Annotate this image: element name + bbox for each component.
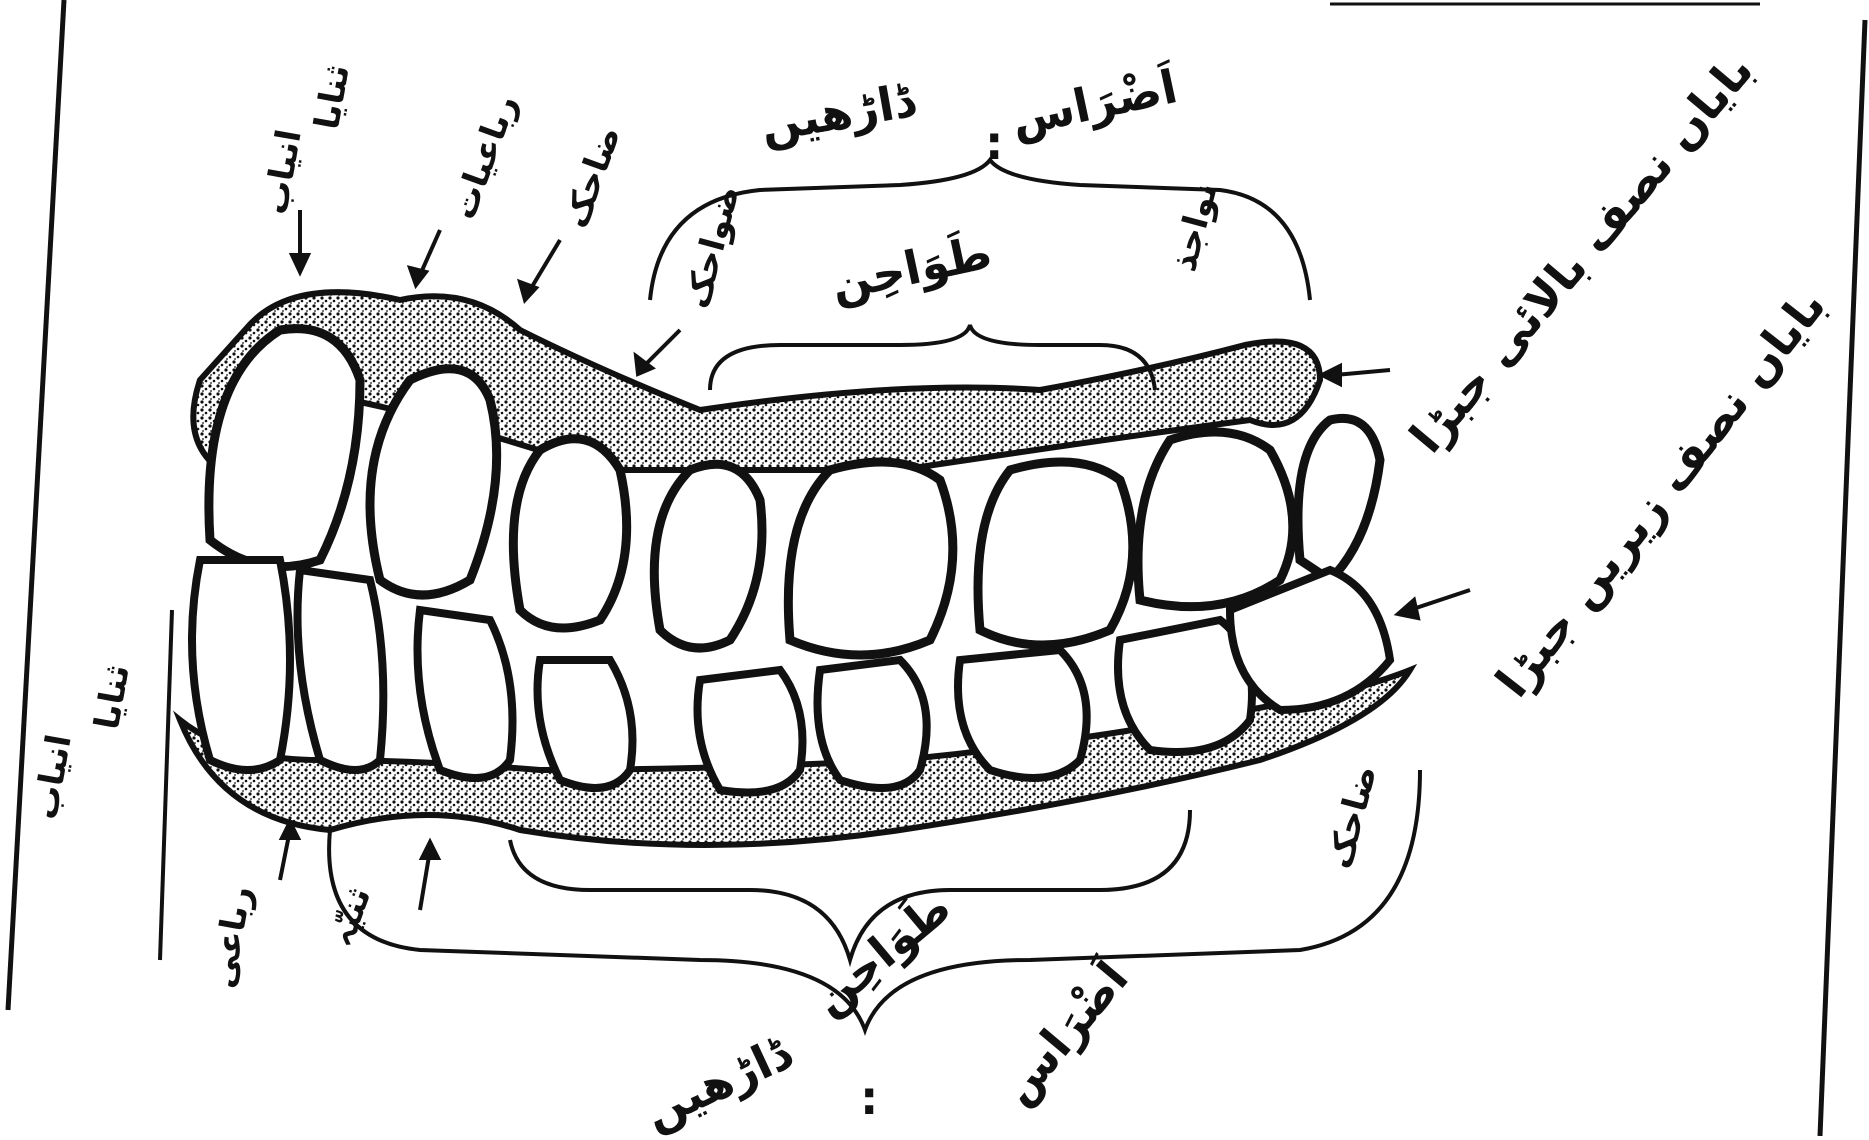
label-lower-incisor: ثنایا <box>90 662 135 732</box>
label-upper-separator: : <box>985 120 1003 166</box>
label-upper-incisor-a: ثنایا <box>310 62 355 132</box>
label-lower-separator: : <box>860 1075 878 1121</box>
